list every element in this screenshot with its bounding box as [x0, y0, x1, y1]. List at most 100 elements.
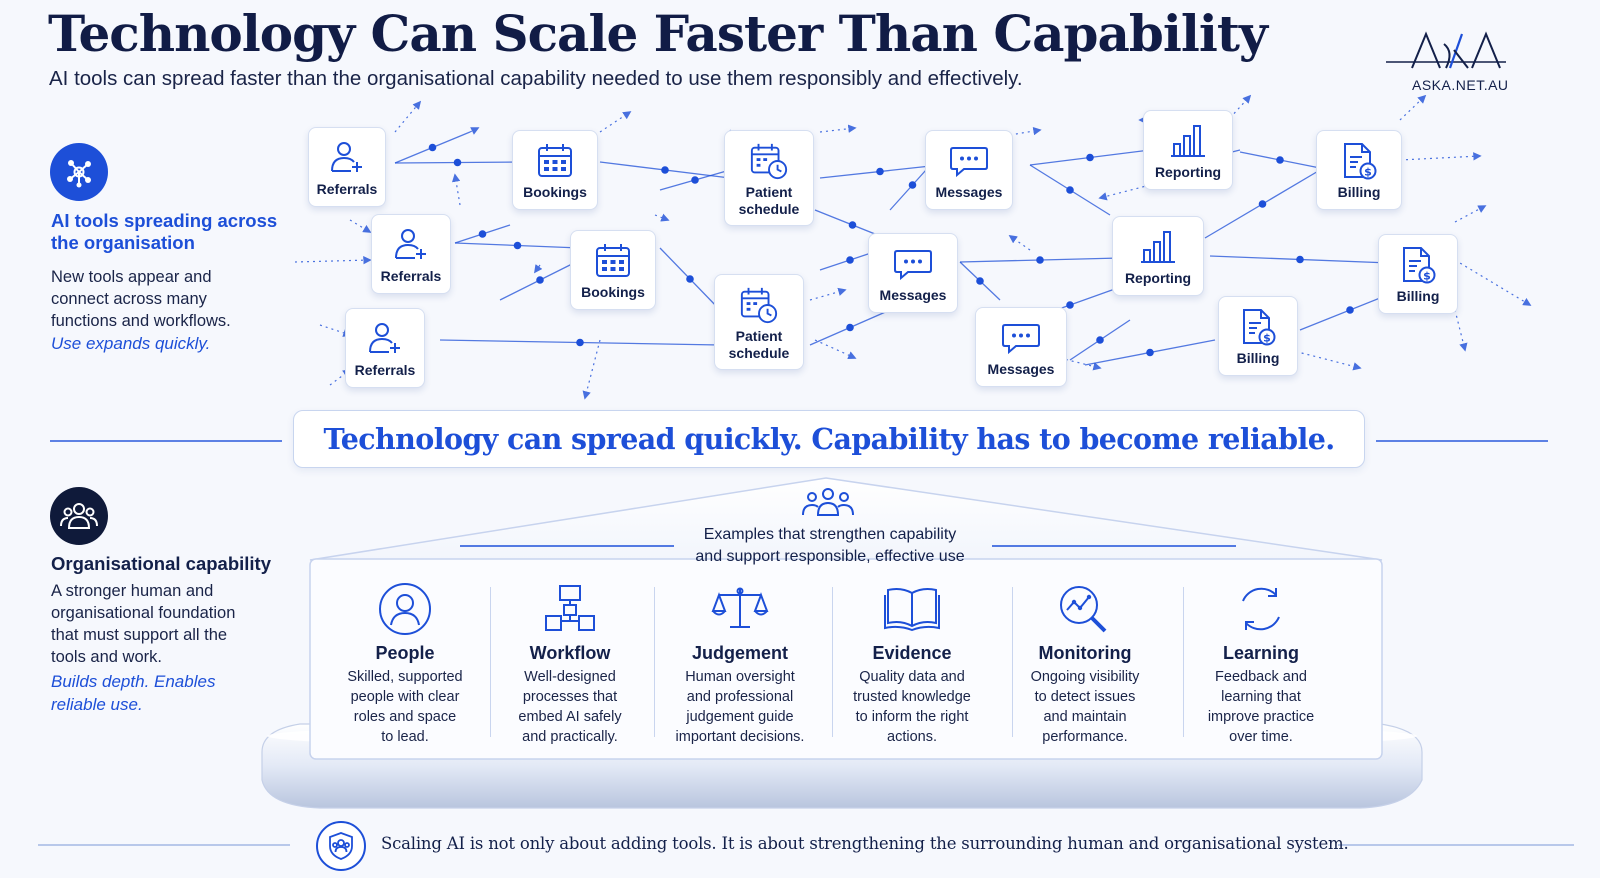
people-group-icon	[50, 487, 108, 545]
page-subtitle: AI tools can spread faster than the orga…	[49, 67, 1023, 90]
tool-node-label: Messages	[987, 361, 1055, 377]
key-message-text: Technology can spread quickly. Capabilit…	[323, 422, 1335, 456]
network-arrow	[654, 213, 670, 222]
network-arrow	[1454, 309, 1468, 352]
svg-text:$: $	[1364, 166, 1372, 179]
tool-node-label: Billing	[1337, 184, 1381, 200]
bar-chart-icon	[1168, 121, 1208, 161]
pillar-title: Workflow	[529, 643, 611, 663]
pillar-description-line: important decisions.	[675, 729, 805, 745]
tool-node-patient-schedule: Patient schedule	[724, 130, 814, 226]
network-dot	[1276, 156, 1284, 164]
network-dot	[686, 275, 694, 283]
svg-text:$: $	[1263, 332, 1271, 345]
tool-node-label: Referrals	[354, 362, 416, 378]
network-dot	[1096, 336, 1104, 344]
network-arrow	[582, 339, 601, 400]
book-icon	[883, 580, 941, 638]
tool-node-label: Referrals	[316, 181, 378, 197]
network-dot	[428, 143, 437, 152]
network-arrow	[1289, 349, 1362, 371]
tool-node-referrals: Referrals	[345, 308, 425, 388]
pillar-description-line: and practically.	[522, 729, 618, 745]
tool-node-label: Billing	[1236, 350, 1280, 366]
pillar-divider	[1012, 587, 1013, 737]
tool-node-bookings: Bookings	[570, 230, 656, 310]
pillar-description-line: to lead.	[381, 729, 429, 745]
caption-line-left	[460, 545, 674, 547]
tool-node-label: Messages	[935, 184, 1003, 200]
tool-node-reporting: Reporting	[1143, 110, 1233, 190]
pillar-description-line: embed AI safely	[518, 709, 622, 725]
network-arrow	[329, 368, 352, 386]
tool-node-messages: Messages	[868, 233, 958, 313]
foundation-people-icon	[799, 487, 857, 522]
invoice-icon: $	[1398, 245, 1438, 285]
tools-emphasis: Use expands quickly.	[51, 334, 211, 353]
tool-node-label: Messages	[879, 287, 947, 303]
pillar-description-line: people with clear	[350, 689, 460, 705]
foundation-caption-line2: and support responsible, effective use	[695, 548, 965, 565]
pillar-title: Judgement	[691, 643, 788, 663]
pillar-description-line: learning that	[1221, 689, 1301, 705]
logo-text: ASKA.NET.AU	[1412, 77, 1509, 93]
foundation-caption-line1: Examples that strengthen capability	[703, 526, 957, 543]
network-dot	[661, 166, 669, 174]
network-dot	[876, 167, 884, 176]
pillar-description-line: and maintain	[1043, 709, 1127, 725]
network-arrow	[1454, 259, 1532, 306]
pillar-description-line: roles and space	[353, 709, 457, 725]
person-icon	[376, 580, 434, 638]
network-arrow	[534, 264, 543, 274]
network-arrow	[1229, 94, 1252, 119]
referral-icon	[391, 225, 431, 265]
pillar-description-line: Feedback and	[1215, 669, 1307, 685]
network-dot	[453, 158, 462, 167]
network-dot	[908, 181, 917, 189]
invoice-icon: $	[1238, 307, 1278, 347]
calendar-clock-icon	[739, 285, 779, 325]
network-arrow	[1454, 205, 1487, 223]
tool-node-billing: $ Billing	[1316, 130, 1402, 210]
network-dot	[1036, 256, 1044, 264]
pillar-description-line: actions.	[887, 729, 937, 745]
network-arrow	[814, 339, 857, 360]
network-arrow	[451, 173, 461, 206]
pillar-divider	[1183, 587, 1184, 737]
calendar-icon	[535, 141, 575, 181]
cycle-icon	[1232, 580, 1290, 638]
pillar-description-line: over time.	[1229, 729, 1293, 745]
network-dot	[691, 176, 699, 184]
network-arrow	[1098, 184, 1151, 201]
tool-node-label: Billing	[1396, 288, 1440, 304]
banner-line-left	[50, 440, 282, 442]
network-dot	[1146, 348, 1154, 357]
banner-line-right	[1376, 440, 1548, 442]
network-icon	[50, 143, 108, 201]
pillar-description-line: trusted knowledge	[853, 689, 971, 705]
capability-heading: Organisational capability	[51, 553, 272, 574]
pillar-description-line: Well-designed	[524, 669, 616, 685]
network-arrow	[394, 100, 422, 133]
network-dot	[1066, 186, 1074, 194]
tool-node-referrals: Referrals	[308, 127, 386, 207]
calendar-icon	[593, 241, 633, 281]
pillar-description-line: judgement guide	[686, 709, 794, 725]
network-dot	[576, 338, 584, 347]
pillar-description-line: performance.	[1042, 729, 1128, 745]
network-arrow	[349, 219, 372, 233]
chat-icon	[1001, 318, 1041, 358]
workflow-icon	[541, 580, 599, 638]
network-arrow	[809, 287, 847, 301]
key-message-banner: Technology can spread quickly. Capabilit…	[293, 410, 1365, 468]
network-dot	[846, 256, 854, 264]
chat-icon	[949, 141, 989, 181]
network-dot	[1066, 301, 1074, 309]
network-arrow	[294, 255, 372, 265]
